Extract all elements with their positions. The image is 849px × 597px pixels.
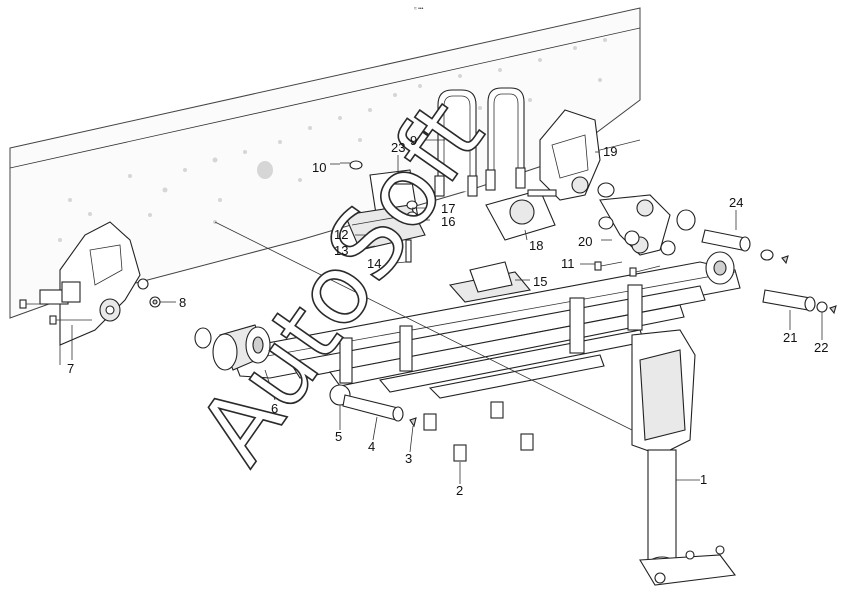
front-bracket-bolts	[19, 278, 161, 325]
shackle-assembly	[597, 182, 696, 256]
bump-pad	[448, 261, 532, 303]
callout-9: 9	[410, 133, 417, 148]
callout-15: 15	[533, 274, 547, 289]
callout-23: 23	[391, 140, 405, 155]
callout-5: 5	[335, 429, 342, 444]
bolt-10	[340, 160, 363, 170]
callout-20: 20	[578, 234, 592, 249]
callout-12: 12	[334, 227, 348, 242]
leaf-spring-pack	[229, 261, 741, 399]
callout-13: 13	[334, 243, 348, 258]
callout-17: 17	[441, 201, 455, 216]
pin-front	[329, 384, 417, 428]
callout-22: 22	[814, 340, 828, 355]
callout-8: 8	[179, 295, 186, 310]
callout-14: 14	[367, 256, 381, 271]
u-bolts	[434, 87, 526, 197]
callout-21: 21	[783, 330, 797, 345]
bushing-rear	[676, 209, 735, 285]
callout-10: 10	[312, 160, 326, 175]
header-mark: ≈ •••	[414, 6, 424, 12]
callout-1: 1	[700, 472, 707, 487]
spring-seat	[344, 169, 426, 263]
pin-rear	[701, 229, 837, 315]
callout-24: 24	[729, 195, 743, 210]
callout-19: 19	[603, 144, 617, 159]
frame-rail	[9, 7, 641, 319]
u-bolt-nuts	[423, 401, 534, 462]
callout-2: 2	[456, 483, 463, 498]
callout-18: 18	[529, 238, 543, 253]
bushing-front	[194, 324, 271, 371]
clamp-plate	[485, 189, 557, 241]
leader-line-long	[214, 221, 633, 431]
callout-leaders	[71, 139, 823, 484]
callout-3: 3	[405, 451, 412, 466]
rear-hanger-bracket	[539, 109, 601, 201]
bolts-shackle	[594, 261, 661, 277]
callout-labels: 1 2 3 4 5 6 7 8 9 10 11 12 13 14 15 16 1…	[67, 133, 828, 498]
shock-absorber	[631, 329, 737, 586]
callout-11: 11	[561, 256, 575, 271]
callout-7: 7	[67, 361, 74, 376]
callout-6: 6	[271, 401, 278, 416]
callout-16: 16	[441, 214, 455, 229]
callout-4: 4	[368, 439, 375, 454]
